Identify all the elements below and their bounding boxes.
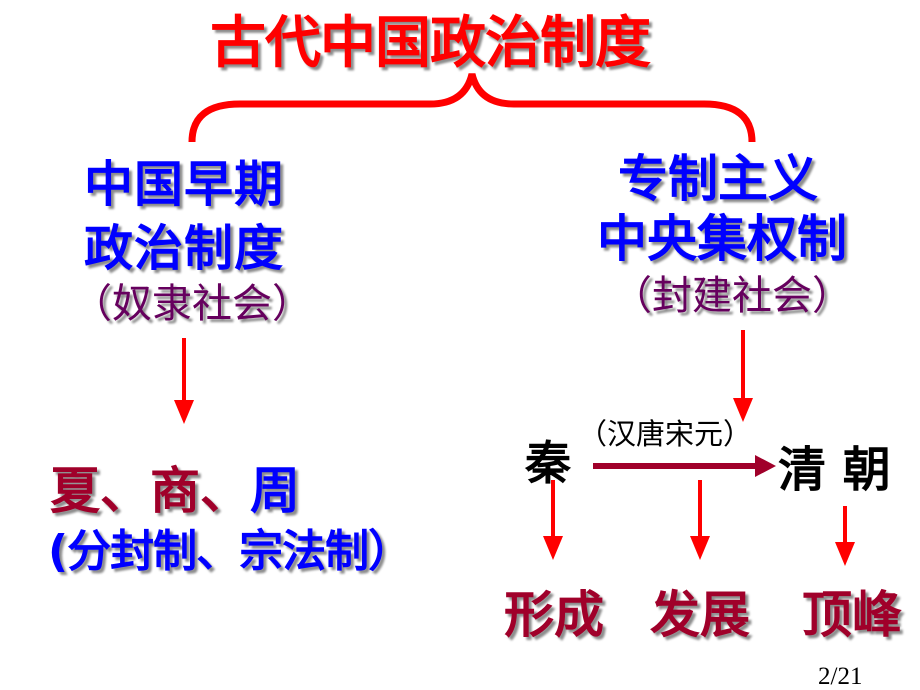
timeline-middle-dynasties: （汉唐宋元） xyxy=(578,417,753,451)
timeline-start-qin: 秦 xyxy=(525,436,571,490)
page-number: 2/21 xyxy=(818,663,863,690)
stage-peak: 顶峰 xyxy=(802,586,902,644)
arrow-to-formation xyxy=(543,480,563,560)
left-heading-line2: 政治制度 xyxy=(84,220,285,277)
brace xyxy=(188,73,756,143)
left-heading-line1: 中国早期 xyxy=(84,156,285,213)
dynasty-zhou: 周 xyxy=(250,462,300,520)
timeline-arrow xyxy=(593,455,776,477)
left-society: （奴隶社会） xyxy=(72,281,312,327)
stage-development: 发展 xyxy=(650,586,750,644)
arrow-left-down xyxy=(174,338,194,424)
early-dynasties: 夏、商、周 xyxy=(50,466,300,516)
timeline-end-qing: 清 朝 xyxy=(778,442,891,498)
arrow-to-development xyxy=(690,480,710,560)
arrow-right-down xyxy=(733,330,753,422)
page-title: 古代中国政治制度 xyxy=(210,11,651,76)
right-heading-line1: 专制主义 xyxy=(618,150,818,208)
right-heading-line2: 中央集权制 xyxy=(597,210,847,268)
right-society: （封建社会） xyxy=(612,273,852,319)
stage-formation: 形成 xyxy=(504,586,604,644)
dynasties-xia-shang: 夏、商、 xyxy=(50,462,250,520)
arrow-to-peak xyxy=(835,506,855,566)
early-systems: (分封制、宗法制） xyxy=(48,526,412,577)
